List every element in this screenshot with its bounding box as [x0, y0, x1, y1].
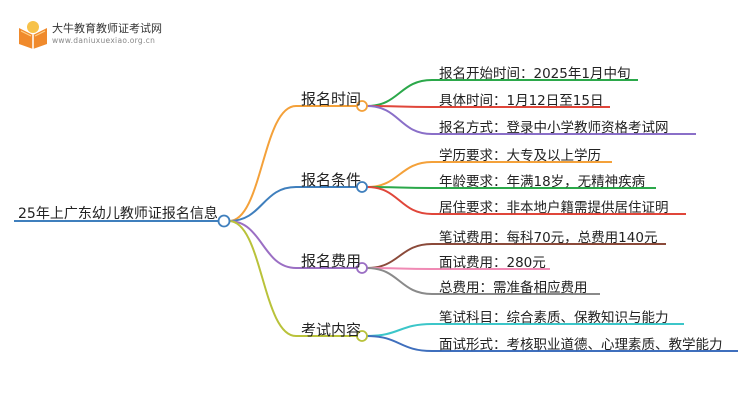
- leaf-connector: [366, 161, 612, 188]
- branch-connector: [228, 220, 297, 269]
- branch-label-registration-time: 报名时间: [301, 90, 362, 108]
- leaf-connector: [366, 105, 696, 135]
- logo-title: 大牛教育教师证考试网: [52, 22, 162, 35]
- leaf-connector: [366, 186, 686, 215]
- root-node-circle: [217, 214, 231, 228]
- branch-label-exam-content: 考试内容: [301, 321, 362, 339]
- branch-connector: [228, 105, 297, 222]
- leaf-label: 笔试科目：综合素质、保教知识与能力: [439, 310, 669, 326]
- mindmap-nodes: [217, 100, 368, 342]
- leaf-label: 报名方式：登录中小学教师资格考试网: [439, 120, 669, 136]
- leaf-connector: [366, 243, 666, 269]
- branch-connector: [228, 220, 297, 337]
- leaf-label: 年龄要求：年满18岁，无精神疾病: [439, 174, 646, 190]
- root-node-label: 25年上广东幼儿教师证报名信息: [18, 206, 218, 222]
- open-book-icon: [19, 21, 47, 49]
- branch-connector: [228, 186, 297, 222]
- leaf-label: 面试形式：考核职业道德、心理素质、教学能力: [439, 337, 723, 353]
- leaf-label: 报名开始时间：2025年1月中旬: [439, 66, 631, 82]
- leaf-label: 笔试费用：每科70元，总费用140元: [439, 230, 658, 246]
- leaf-connector: [366, 267, 600, 295]
- leaf-label: 总费用：需准备相应费用: [439, 280, 588, 296]
- branch-node-circle: [356, 181, 368, 193]
- branch-label-registration-conditions: 报名条件: [301, 171, 362, 189]
- branch-node-circle: [356, 330, 368, 342]
- leaf-label: 具体时间：1月12日至15日: [439, 93, 604, 109]
- leaf-label: 面试费用：280元: [439, 255, 546, 271]
- branch-node-circle: [356, 262, 368, 274]
- leaf-connector: [366, 79, 638, 107]
- leaf-connector: [366, 335, 738, 352]
- logo-url: www.daniuxuexiao.org.cn: [52, 36, 156, 45]
- branch-node-circle: [356, 100, 368, 112]
- logo: [19, 21, 47, 49]
- leaf-label: 学历要求：大专及以上学历: [439, 148, 601, 164]
- mindmap-edges: [14, 79, 738, 352]
- leaf-label: 居住要求：非本地户籍需提供居住证明: [439, 200, 669, 216]
- branch-label-registration-fees: 报名费用: [301, 252, 362, 270]
